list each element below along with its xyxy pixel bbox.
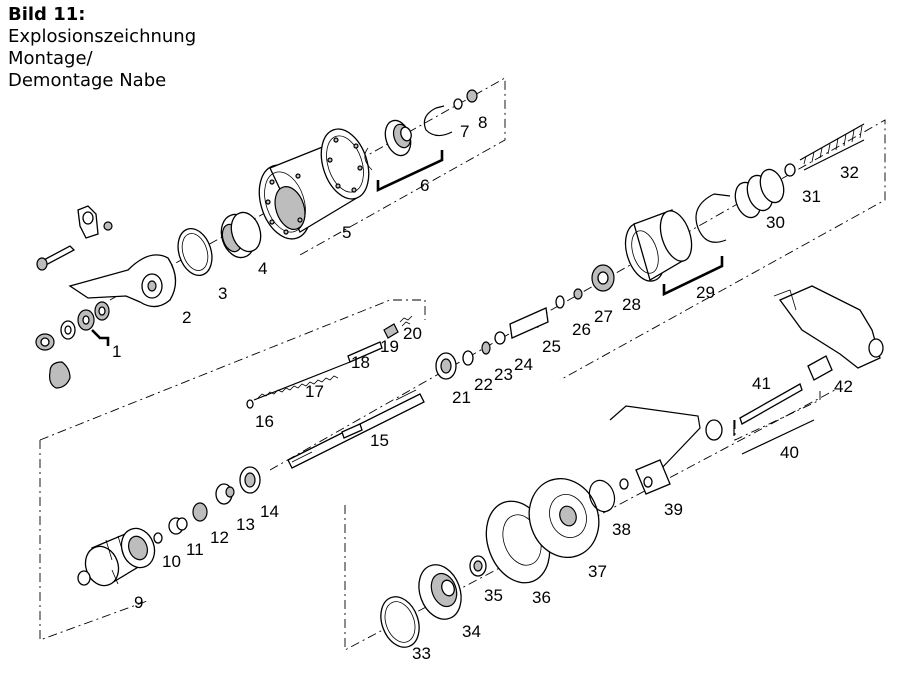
axis-line-lower-right (344, 389, 836, 651)
label-part-30: 30 (766, 213, 785, 232)
part-39-brake-arm (609, 405, 723, 495)
label-part-4: 4 (258, 259, 267, 278)
part-40-41-rods (739, 383, 815, 455)
label-part-35: 35 (484, 586, 503, 605)
label-part-5: 5 (342, 223, 351, 242)
label-part-37: 37 (588, 562, 607, 581)
heading-line-1: Explosionszeichnung (8, 26, 197, 47)
label-part-42: 42 (834, 377, 853, 396)
label-part-6: 6 (420, 176, 429, 195)
label-part-1: 1 (112, 342, 121, 361)
part-42-indicator (773, 285, 884, 381)
label-part-38: 38 (612, 520, 631, 539)
part-3-dust-ring (177, 227, 213, 277)
label-part-28: 28 (622, 295, 641, 314)
part-33-38-brake-sprocket (380, 478, 629, 648)
label-part-41: 41 (752, 374, 771, 393)
part-10-14-internals (153, 466, 261, 544)
label-part-33: 33 (412, 644, 431, 663)
label-part-8: 8 (478, 113, 487, 132)
part-6-bearing-assembly (364, 119, 444, 193)
label-part-19: 19 (380, 337, 399, 356)
label-part-3: 3 (218, 284, 227, 303)
part-9-gear-carrier (77, 527, 156, 587)
axis-line-upper-right (269, 119, 886, 471)
label-part-36: 36 (532, 588, 551, 607)
part-7-8-circlip-nuts (423, 89, 478, 137)
label-part-10: 10 (162, 552, 181, 571)
axis-lines (39, 77, 886, 651)
label-part-20: 20 (403, 324, 422, 343)
label-part-34: 34 (462, 622, 481, 641)
part-30-32-springs (734, 123, 865, 219)
label-part-16: 16 (255, 412, 274, 431)
part-15-axle (287, 389, 425, 469)
label-part-13: 13 (236, 515, 255, 534)
axis-line-upper-left (109, 77, 506, 301)
label-part-17: 17 (305, 382, 324, 401)
part-27-28-driver (591, 264, 615, 292)
label-part-29: 29 (696, 283, 715, 302)
part-1-nuts (35, 301, 110, 389)
label-part-31: 31 (802, 187, 821, 206)
part-labels: 1 2 3 4 5 6 7 8 9 10 11 12 13 14 15 16 1… (112, 113, 859, 663)
heading-line-3: Demontage Nabe (8, 70, 167, 91)
part-21-26-cone-nuts (435, 288, 583, 380)
part-4-bearing-cup (220, 211, 262, 259)
label-part-40: 40 (780, 443, 799, 462)
label-part-21: 21 (452, 388, 471, 407)
label-part-2: 2 (182, 308, 191, 327)
label-part-18: 18 (351, 353, 370, 372)
label-part-24: 24 (514, 355, 533, 374)
label-part-12: 12 (210, 528, 229, 547)
label-part-15: 15 (370, 431, 389, 450)
part-29-ring-gear (624, 193, 731, 297)
label-part-7: 7 (460, 122, 469, 141)
part-5-hub-shell (258, 128, 370, 240)
axis-line-rods (734, 390, 821, 441)
figure-number: Bild 11: (8, 4, 86, 25)
label-part-14: 14 (260, 502, 279, 521)
axis-line-middle-left (39, 299, 426, 441)
label-part-26: 26 (572, 320, 591, 339)
label-part-27: 27 (594, 307, 613, 326)
label-part-25: 25 (542, 337, 561, 356)
label-part-32: 32 (840, 163, 859, 182)
label-part-23: 23 (494, 365, 513, 384)
part-2-brake-arm (36, 205, 177, 308)
label-part-39: 39 (664, 500, 683, 519)
heading-line-2: Montage/ (8, 48, 93, 69)
figure-heading: Bild 11: Explosionszeichnung Montage/ De… (8, 4, 196, 92)
label-part-22: 22 (474, 375, 493, 394)
part-16-20-pull-rod (246, 315, 413, 409)
label-part-9: 9 (134, 593, 143, 612)
label-part-11: 11 (186, 540, 204, 559)
